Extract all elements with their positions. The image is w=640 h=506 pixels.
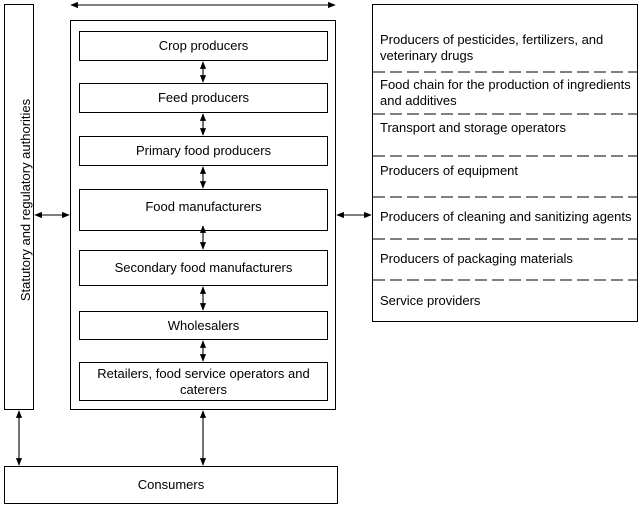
supplier-pesticides-fertilizers: Producers of pesticides, fertilizers, an… bbox=[380, 32, 604, 63]
chain-label-wholesalers: Wholesalers bbox=[167, 317, 240, 333]
chain-label-feed-producers: Feed producers bbox=[157, 90, 250, 105]
supplier-packaging: Producers of packaging materials bbox=[380, 251, 573, 266]
suppliers-box bbox=[372, 4, 638, 322]
chain-label-primary-food-producers: Primary food producers bbox=[135, 143, 272, 158]
authorities-label: Statutory and regulatory authorities bbox=[17, 98, 33, 302]
chain-box-retailers bbox=[79, 362, 328, 401]
chain-box-wholesalers bbox=[79, 311, 328, 340]
supplier-cleaning-sanitizing: Producers of cleaning and sanitizing age… bbox=[380, 209, 632, 224]
chain-box-primary-food-producers bbox=[79, 136, 328, 166]
supplier-service-providers: Service providers bbox=[380, 293, 481, 308]
chain-label-crop-producers: Crop producers bbox=[158, 38, 249, 53]
chain-label-food-manufacturers: Food manufacturers bbox=[145, 199, 262, 214]
chain-box-feed-producers bbox=[79, 83, 328, 113]
authorities-box: Statutory and regulatory authorities bbox=[4, 4, 34, 410]
chain-box-crop-producers bbox=[79, 31, 328, 61]
supplier-equipment: Producers of equipment bbox=[380, 163, 519, 178]
supplier-transport-storage: Transport and storage operators bbox=[380, 120, 566, 135]
consumers-box bbox=[4, 466, 338, 504]
chain-label-retailers: Retailers, food service operators and ca… bbox=[97, 365, 310, 397]
chain-label-secondary-food-manufacturers: Secondary food manufacturers bbox=[114, 260, 293, 275]
supplier-ingredients-additives: Food chain for the production of ingredi… bbox=[380, 77, 631, 108]
consumers-label: Consumers bbox=[137, 477, 205, 492]
chain-box-secondary-food-manufacturers bbox=[79, 250, 328, 286]
